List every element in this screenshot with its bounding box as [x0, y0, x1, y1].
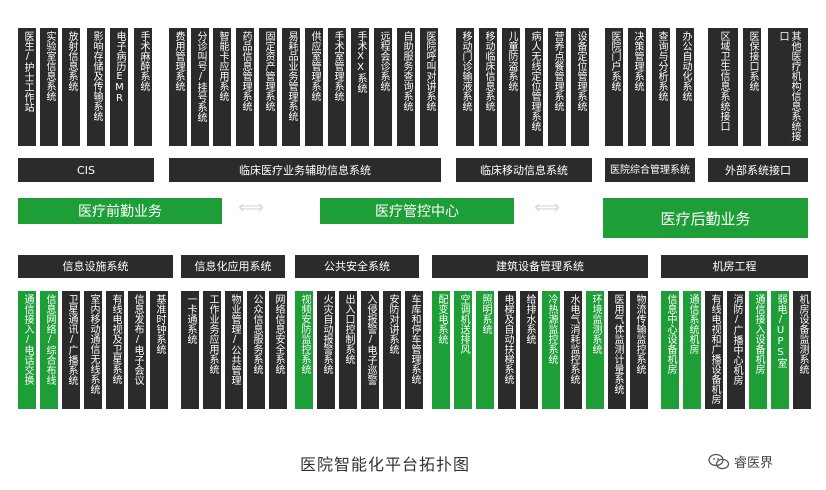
top-column: 移动临床信息系统 — [479, 28, 497, 146]
bottom-column: 工作业务应用系统 — [203, 291, 221, 409]
watermark: 睿医界 — [708, 452, 773, 471]
top-column: 医保接口系统 — [743, 28, 761, 146]
top-column: 办公自动化系统 — [676, 28, 694, 146]
top-column: 手术室管理系统 — [328, 28, 346, 146]
top-column: 药品信息管理系统 — [236, 28, 254, 146]
bottom-column: 给排水系统 — [520, 291, 538, 409]
bottom-column: 水电气消耗监控系统 — [564, 291, 582, 409]
bottom-column: 通信接入/电话交换 — [18, 291, 36, 409]
top-column: 移动门诊输液系统 — [456, 28, 474, 146]
bottom-column: 车库和停车管理系统 — [405, 291, 423, 409]
category-info-application: 信息化应用系统 — [181, 255, 285, 278]
bottom-column: 医用气体监测计量系统 — [608, 291, 626, 409]
bottom-column: 冷热源监控系统 — [542, 291, 560, 409]
top-column: 固定资产管理系统 — [259, 28, 277, 146]
top-column: 放射信息系统 — [62, 28, 80, 146]
top-column: 查询与分析系统 — [652, 28, 670, 146]
top-column: 手术XX系统 — [351, 28, 369, 146]
bottom-column: 弱电/UPS室 — [771, 291, 789, 409]
top-column: 实验室信息系统 — [40, 28, 58, 146]
bottom-column: 通信系统机房 — [683, 291, 701, 409]
category-hospital-mgmt: 医院综合管理系统 — [605, 158, 695, 182]
bottom-column: 环境监测系统 — [586, 291, 604, 409]
top-column: 病人无线定位管理系统 — [525, 28, 543, 146]
bottom-column: 照明系统 — [476, 291, 494, 409]
bottom-column: 有线电视和广播设备机房 — [705, 291, 723, 409]
top-column: 影响存储及传输系统 — [87, 28, 105, 146]
bottom-column: 出入口控制系统 — [339, 291, 357, 409]
top-column: 智能卡应用系统 — [213, 28, 231, 146]
bottom-column: 配变电系统 — [432, 291, 450, 409]
top-column: 自助服务查询系统 — [397, 28, 415, 146]
bottom-column: 信息中心设备机房 — [661, 291, 679, 409]
top-column: 医院呼叫对讲系统 — [420, 28, 438, 146]
bottom-column: 空调机送排风 — [454, 291, 472, 409]
top-column: 医生/护士工作站 — [18, 28, 36, 146]
category-clinical-mobile: 临床移动信息系统 — [456, 158, 592, 182]
bottom-column: 物业管理/公共管理 — [225, 291, 243, 409]
bottom-column: 安防对讲系统 — [383, 291, 401, 409]
bottom-column: 视频安防监控系统 — [295, 291, 313, 409]
category-info-facility: 信息设施系统 — [18, 255, 173, 278]
bottom-column: 信息网络/综合布线 — [40, 291, 58, 409]
bottom-column: 通信接入设备机房 — [749, 291, 767, 409]
bottom-column: 消防/广播中心机房 — [727, 291, 745, 409]
category-building-equipment: 建筑设备管理系统 — [432, 255, 648, 278]
category-external-interface: 外部系统接口 — [708, 158, 808, 182]
control-center: 医疗管控中心 — [320, 198, 514, 224]
top-column: 电子病历EMR — [110, 28, 128, 146]
top-column: 远程会诊系统 — [374, 28, 392, 146]
bottom-column: 入侵报警/电子巡警 — [361, 291, 379, 409]
top-column: 营养点餐管理系统 — [548, 28, 566, 146]
backend-business: 医疗后勤业务 — [603, 198, 808, 238]
bottom-column: 室内移动通信无线系统 — [84, 291, 102, 409]
wechat-icon — [708, 453, 730, 469]
double-arrow-icon: ⟺ — [534, 196, 560, 218]
top-column: 设备定位管理系统 — [571, 28, 589, 146]
bottom-column: 信息发布/电子会议 — [128, 291, 146, 409]
top-column: 易耗品业务管理系统 — [282, 28, 300, 146]
bottom-column: 卫星通讯/广播系统 — [62, 291, 80, 409]
top-column: 手术麻醉系统 — [134, 28, 152, 146]
top-column: 其他医疗机构信息系统接口 — [768, 28, 808, 146]
bottom-column: 有线电视及卫星系统 — [106, 291, 124, 409]
frontline-business: 医疗前勤业务 — [18, 198, 222, 224]
category-clinical-aux: 临床医疗业务辅助信息系统 — [169, 158, 441, 182]
bottom-column: 电梯及自动扶梯系统 — [498, 291, 516, 409]
diagram-caption: 医院智能化平台拓扑图 — [300, 455, 471, 474]
bottom-column: 公众信息服务系统 — [247, 291, 265, 409]
bottom-column: 基准时钟系统 — [150, 291, 168, 409]
top-column: 医院门户系统 — [605, 28, 623, 146]
top-column: 决策管理系统 — [628, 28, 646, 146]
category-machine-room: 机房工程 — [661, 255, 808, 278]
top-column: 供应室管理系统 — [305, 28, 323, 146]
watermark-text: 睿医界 — [734, 456, 774, 471]
top-column: 费用管理系统 — [169, 28, 187, 146]
bottom-column: 机房设备监测系统 — [793, 291, 811, 409]
top-column: 分诊叫号/挂号系统 — [191, 28, 209, 146]
category-cis: CIS — [18, 158, 154, 182]
top-column: 儿童防盗系统 — [502, 28, 520, 146]
bottom-column: 网络信息安全系统 — [269, 291, 287, 409]
bottom-column: 一卡通系统 — [181, 291, 199, 409]
category-public-safety: 公共安全系统 — [295, 255, 419, 278]
top-column: 区域卫生信息系统接口 — [708, 28, 738, 146]
bottom-column: 物流传输监控系统 — [630, 291, 648, 409]
bottom-column: 火灾自动报警系统 — [317, 291, 335, 409]
double-arrow-icon: ⟺ — [238, 196, 264, 218]
